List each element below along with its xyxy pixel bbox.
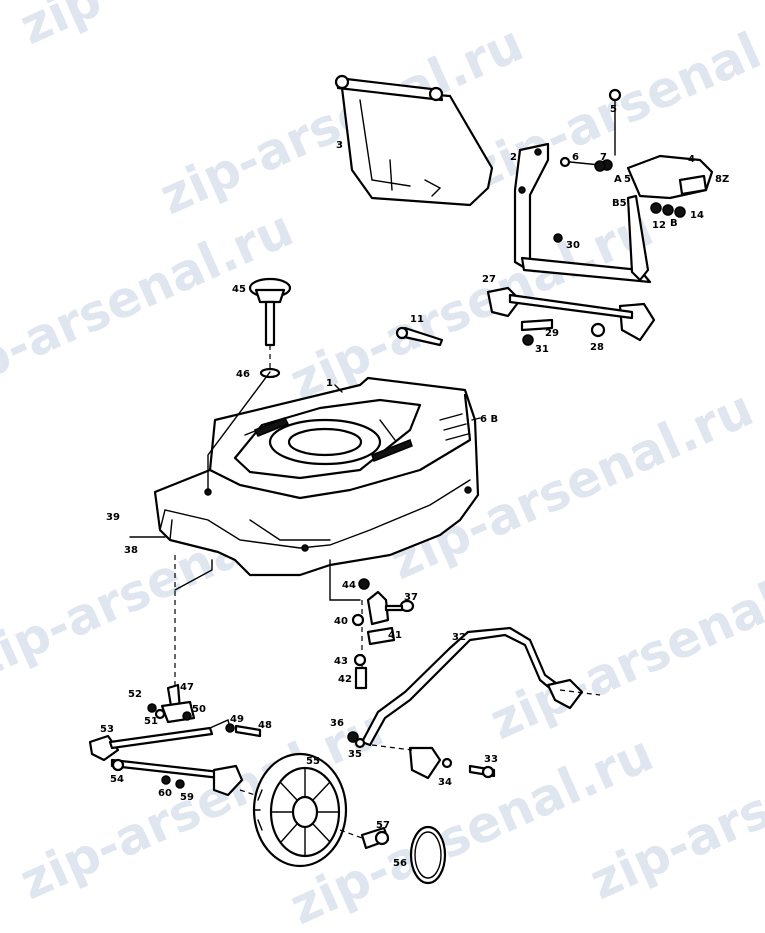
- rear-wheel: [252, 752, 348, 868]
- label-52: 52: [128, 689, 142, 700]
- label-14: 14: [690, 210, 704, 221]
- rear-axle-assembly: [486, 286, 656, 346]
- label-59: 59: [180, 792, 194, 803]
- label-38: 38: [124, 545, 138, 556]
- label-37: 37: [404, 592, 418, 603]
- label-A: A: [614, 174, 622, 185]
- label-57: 57: [376, 820, 390, 831]
- label-5: 5: [610, 104, 617, 115]
- label-B: B: [670, 218, 678, 229]
- label-34: 34: [438, 777, 452, 788]
- watermark-3: zip-arsenal.ru: [0, 199, 302, 411]
- fasteners: [559, 156, 686, 218]
- label-27: 27: [482, 274, 496, 285]
- label-31: 31: [535, 344, 549, 355]
- label-48: 48: [258, 720, 272, 731]
- callout-labels: 3 2 5 6 7 4 A 5 8Z B5 B 12 14 30 27 29 3…: [100, 104, 729, 869]
- label-12: 12: [652, 220, 666, 231]
- label-B5: B5: [612, 198, 627, 209]
- label-29: 29: [545, 328, 559, 339]
- label-49: 49: [230, 714, 244, 725]
- label-42: 42: [338, 674, 352, 685]
- label-41: 41: [388, 630, 402, 641]
- label-6B: 6 B: [480, 414, 498, 425]
- label-53: 53: [100, 724, 114, 735]
- front-axle-assembly: [88, 683, 271, 801]
- mower-deck: [153, 376, 480, 577]
- label-39: 39: [106, 512, 120, 523]
- label-30: 30: [566, 240, 580, 251]
- label-4: 4: [688, 154, 695, 165]
- label-11: 11: [410, 314, 424, 325]
- wheel-bolt-and-cap: [339, 825, 447, 885]
- label-56: 56: [393, 858, 407, 869]
- grass-catcher-bag: [334, 74, 494, 207]
- label-1: 1: [326, 378, 333, 389]
- height-adjust-knob: [248, 277, 292, 379]
- label-8Z: 8Z: [715, 174, 729, 185]
- catcher-frame: [513, 88, 714, 284]
- label-40: 40: [334, 616, 348, 627]
- label-44: 44: [342, 580, 356, 591]
- label-7: 7: [600, 152, 607, 163]
- watermark-4: zip-arsenal.ru: [281, 199, 661, 411]
- watermark-11: zip-arsenal.ru: [581, 699, 765, 911]
- watermark-1: zip-arsenal.ru: [11, 0, 391, 56]
- label-50: 50: [192, 704, 206, 715]
- label-47: 47: [180, 682, 194, 693]
- bolt-11: [395, 326, 444, 347]
- label-28: 28: [590, 342, 604, 353]
- pivot-bracket-assembly: [351, 578, 415, 690]
- label-35: 35: [348, 749, 362, 760]
- label-55: 55: [306, 756, 320, 767]
- label-46: 46: [236, 369, 250, 380]
- label-3: 3: [336, 140, 343, 151]
- label-6: 6: [572, 152, 579, 163]
- label-A5: 5: [624, 174, 631, 185]
- label-60: 60: [158, 788, 172, 799]
- label-54: 54: [110, 774, 124, 785]
- label-43: 43: [334, 656, 348, 667]
- label-33: 33: [484, 754, 498, 765]
- label-45: 45: [232, 284, 246, 295]
- push-handle-bar: [347, 626, 601, 780]
- label-2: 2: [510, 152, 517, 163]
- label-51: 51: [144, 716, 158, 727]
- label-32: 32: [452, 632, 466, 643]
- label-36: 36: [330, 718, 344, 729]
